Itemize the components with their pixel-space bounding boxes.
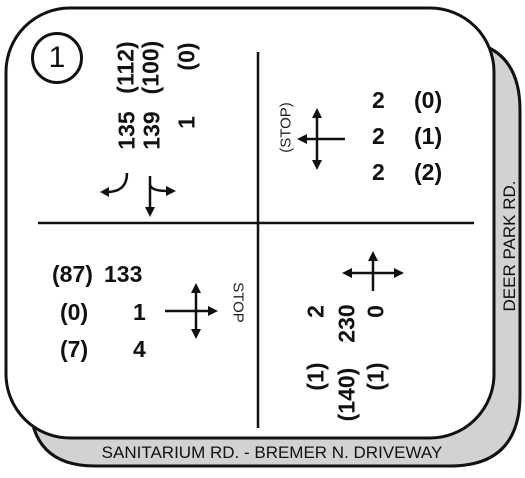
south-approach-arrows — [342, 251, 404, 291]
west-approach-volume-am-3: 4 — [133, 336, 146, 362]
west-approach-arrows — [165, 283, 218, 339]
west-approach-volume-am-2: 1 — [133, 299, 146, 325]
east-approach-volume-am-3: 2 — [372, 159, 385, 185]
north-approach-arrows — [100, 172, 176, 217]
north-through-volume-am: 139 — [138, 111, 165, 150]
north-right-volume-am: 1 — [173, 116, 200, 129]
south-left-volume-am: 2 — [302, 305, 329, 318]
south-right-volume-am: 0 — [362, 305, 389, 318]
intersection-number-badge: 1 — [31, 32, 83, 84]
north-left-volume-pm: (112) — [112, 41, 139, 94]
west-approach-volume-pm-3: (7) — [60, 336, 89, 362]
north-left-volume-am: 135 — [113, 111, 140, 150]
south-through-volume-pm: (140) — [333, 367, 360, 422]
west-approach-volume-pm-2: (0) — [60, 299, 89, 325]
east-approach-stop-label: (STOP) — [277, 102, 295, 153]
east-approach-volume-pm-3: (2) — [414, 159, 443, 185]
west-approach-stop-label: STOP — [229, 282, 247, 323]
east-approach-volume-am-1: 2 — [372, 87, 385, 113]
west-approach-volume-am-1: 133 — [104, 261, 143, 287]
east-approach-volume-am-2: 2 — [372, 123, 385, 149]
west-approach-volume-pm-1: (87) — [52, 261, 93, 287]
east-street-name: DEER PARK RD. — [500, 180, 519, 312]
south-right-volume-pm: (1) — [362, 362, 389, 391]
east-approach-volume-pm-2: (1) — [414, 123, 443, 149]
south-through-volume-am: 230 — [333, 304, 360, 343]
north-through-volume-pm: (100) — [137, 40, 164, 95]
east-approach-arrows — [297, 108, 345, 170]
north-right-volume-pm: (0) — [173, 42, 200, 71]
south-street-name: SANITARIUM RD. - BREMER N. DRIVEWAY — [101, 443, 443, 462]
south-left-volume-pm: (1) — [302, 362, 329, 391]
east-approach-volume-pm-1: (0) — [414, 87, 443, 113]
